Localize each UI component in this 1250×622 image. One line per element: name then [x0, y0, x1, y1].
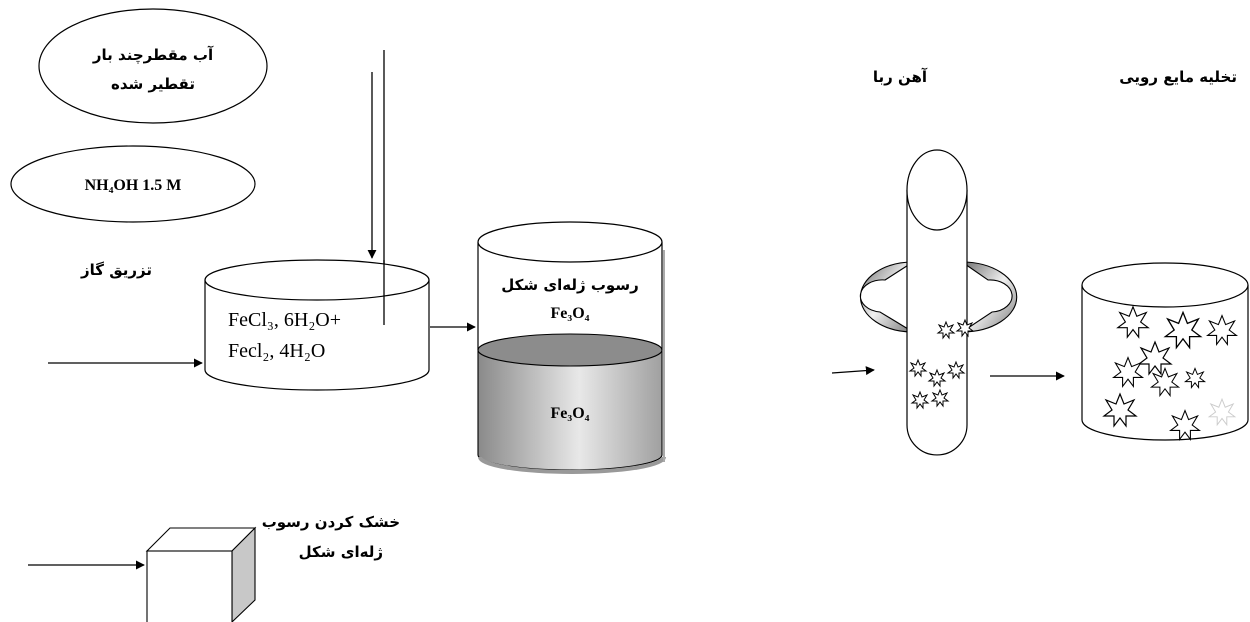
reactor-label-1: FeCl₃, 6H₂O+: [228, 309, 341, 331]
magnet-label: آهن ربا: [873, 68, 928, 86]
distilled-water-ellipse: آب مقطرچند بار تقطیر شده: [38, 8, 268, 124]
tube-input-arrow: [831, 366, 875, 376]
reactor-label-2: Fecl₂, 4H₂O: [228, 340, 325, 362]
distilled-water-label-2: تقطیر شده: [111, 75, 195, 93]
drying-cube: [145, 526, 257, 622]
gas-injection-label: تزریق گاز: [80, 261, 152, 279]
separation-tube: [906, 149, 968, 456]
gel-precipitate-label: رسوب ژله‌ای شکل: [501, 276, 638, 294]
gel-formula-label: Fe₃O₄: [551, 305, 590, 322]
drying-label-1: خشک کردن رسوب: [262, 513, 400, 531]
settled-formula-label: Fe₃O₄: [551, 405, 590, 422]
ammonia-label: NH₄OH 1.5 M: [85, 177, 182, 194]
supernatant-label: تخلیه مایع رویی: [1119, 68, 1237, 86]
settling-vessel: رسوب ژله‌ای شکل Fe₃O₄ Fe₃O₄: [477, 221, 666, 474]
reactor-vessel: FeCl₃, 6H₂O+ Fecl₂, 4H₂O: [204, 259, 430, 391]
collected-particles: [1102, 305, 1239, 442]
magnet-right: [960, 261, 1018, 333]
ammonia-ellipse: NH₄OH 1.5 M: [10, 145, 256, 223]
magnet-left: [859, 261, 915, 333]
drying-label-2: ژله‌ای شکل: [299, 543, 383, 561]
distilled-water-label-1: آب مقطرچند بار: [92, 46, 214, 65]
tube-particles: [908, 318, 975, 410]
